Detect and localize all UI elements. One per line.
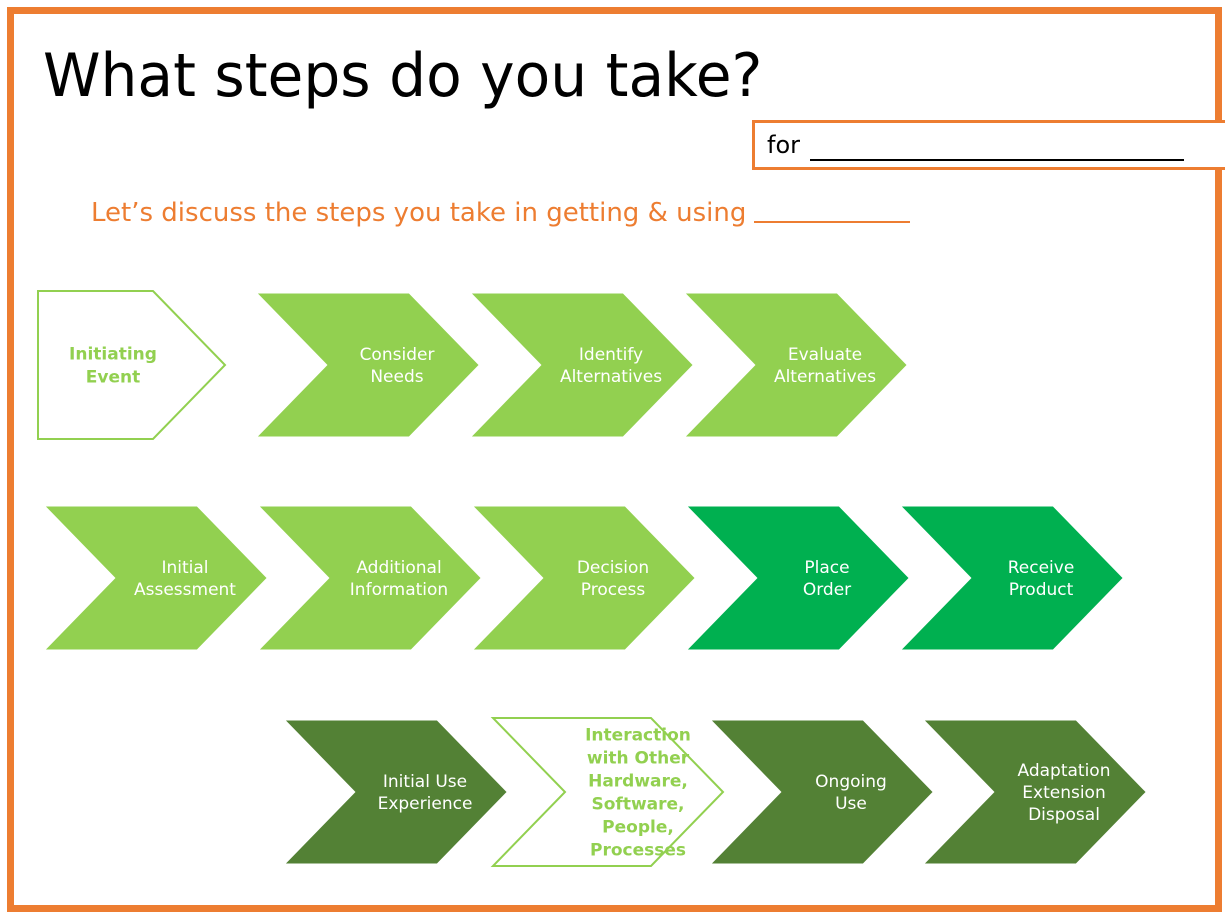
step-label-line: Evaluate: [788, 345, 862, 365]
step-label-line: Information: [350, 580, 448, 600]
step-shape: [248, 501, 488, 655]
step-label-line: Identify: [579, 345, 643, 365]
step-label-line: Receive: [1008, 558, 1075, 578]
step-label-line: Event: [86, 368, 140, 388]
step-shape: [890, 501, 1130, 655]
row-purchase: InitialAssessmentAdditionalInformationDe…: [34, 501, 1130, 655]
step-shape: [913, 715, 1153, 869]
step-label-line: Experience: [378, 794, 473, 814]
slide-subtitle: Let’s discuss the steps you take in gett…: [91, 198, 911, 228]
step-label-line: Use: [835, 794, 867, 814]
step-label-line: Needs: [370, 367, 423, 387]
step-shape: [460, 288, 700, 442]
for-blank-line[interactable]: [810, 159, 1184, 161]
row-acquisition-research: InitiatingEventConsiderNeedsIdentifyAlte…: [37, 288, 914, 442]
step-label-line: Adaptation: [1018, 761, 1111, 781]
step-label-line: Assessment: [134, 580, 236, 600]
for-field-box[interactable]: for: [752, 120, 1225, 170]
step-shape: [274, 715, 514, 869]
step-label-line: Alternatives: [560, 367, 662, 387]
step-shape: [700, 715, 940, 869]
step-label-line: People,: [602, 818, 674, 838]
step-shape: [674, 288, 914, 442]
step-label-line: Processes: [590, 841, 686, 861]
step-label-line: Order: [803, 580, 851, 600]
step-label-line: Place: [804, 558, 849, 578]
step-label-line: Consider: [360, 345, 435, 365]
slide-title: What steps do you take?: [43, 41, 763, 111]
step-label-line: Initial Use: [383, 772, 467, 792]
step-label-line: Process: [581, 580, 646, 600]
step-label-line: Hardware,: [588, 772, 688, 792]
step-shape: [490, 717, 725, 867]
step-label-line: Software,: [592, 795, 685, 815]
step-shape: [34, 501, 274, 655]
step-label-line: Disposal: [1028, 805, 1100, 825]
step-label-line: Product: [1009, 580, 1074, 600]
step-label-line: Additional: [356, 558, 441, 578]
step-shape: [676, 501, 916, 655]
step-label-line: Extension: [1022, 783, 1105, 803]
step-label-line: Alternatives: [774, 367, 876, 387]
step-label-line: Decision: [577, 558, 649, 578]
step-label-line: with Other: [587, 749, 690, 769]
subtitle-text: Let’s discuss the steps you take in gett…: [91, 198, 747, 228]
step-label-line: Ongoing: [815, 772, 887, 792]
step-label-line: Interaction: [585, 726, 691, 746]
step-label-line: Initial: [161, 558, 208, 578]
for-label: for: [767, 131, 800, 159]
slide-frame: [7, 7, 1222, 912]
step-shape: [37, 290, 227, 440]
subtitle-blank-line[interactable]: [754, 221, 911, 223]
step-shape: [462, 501, 702, 655]
step-shape: [246, 288, 486, 442]
step-label-line: Initiating: [69, 345, 157, 365]
